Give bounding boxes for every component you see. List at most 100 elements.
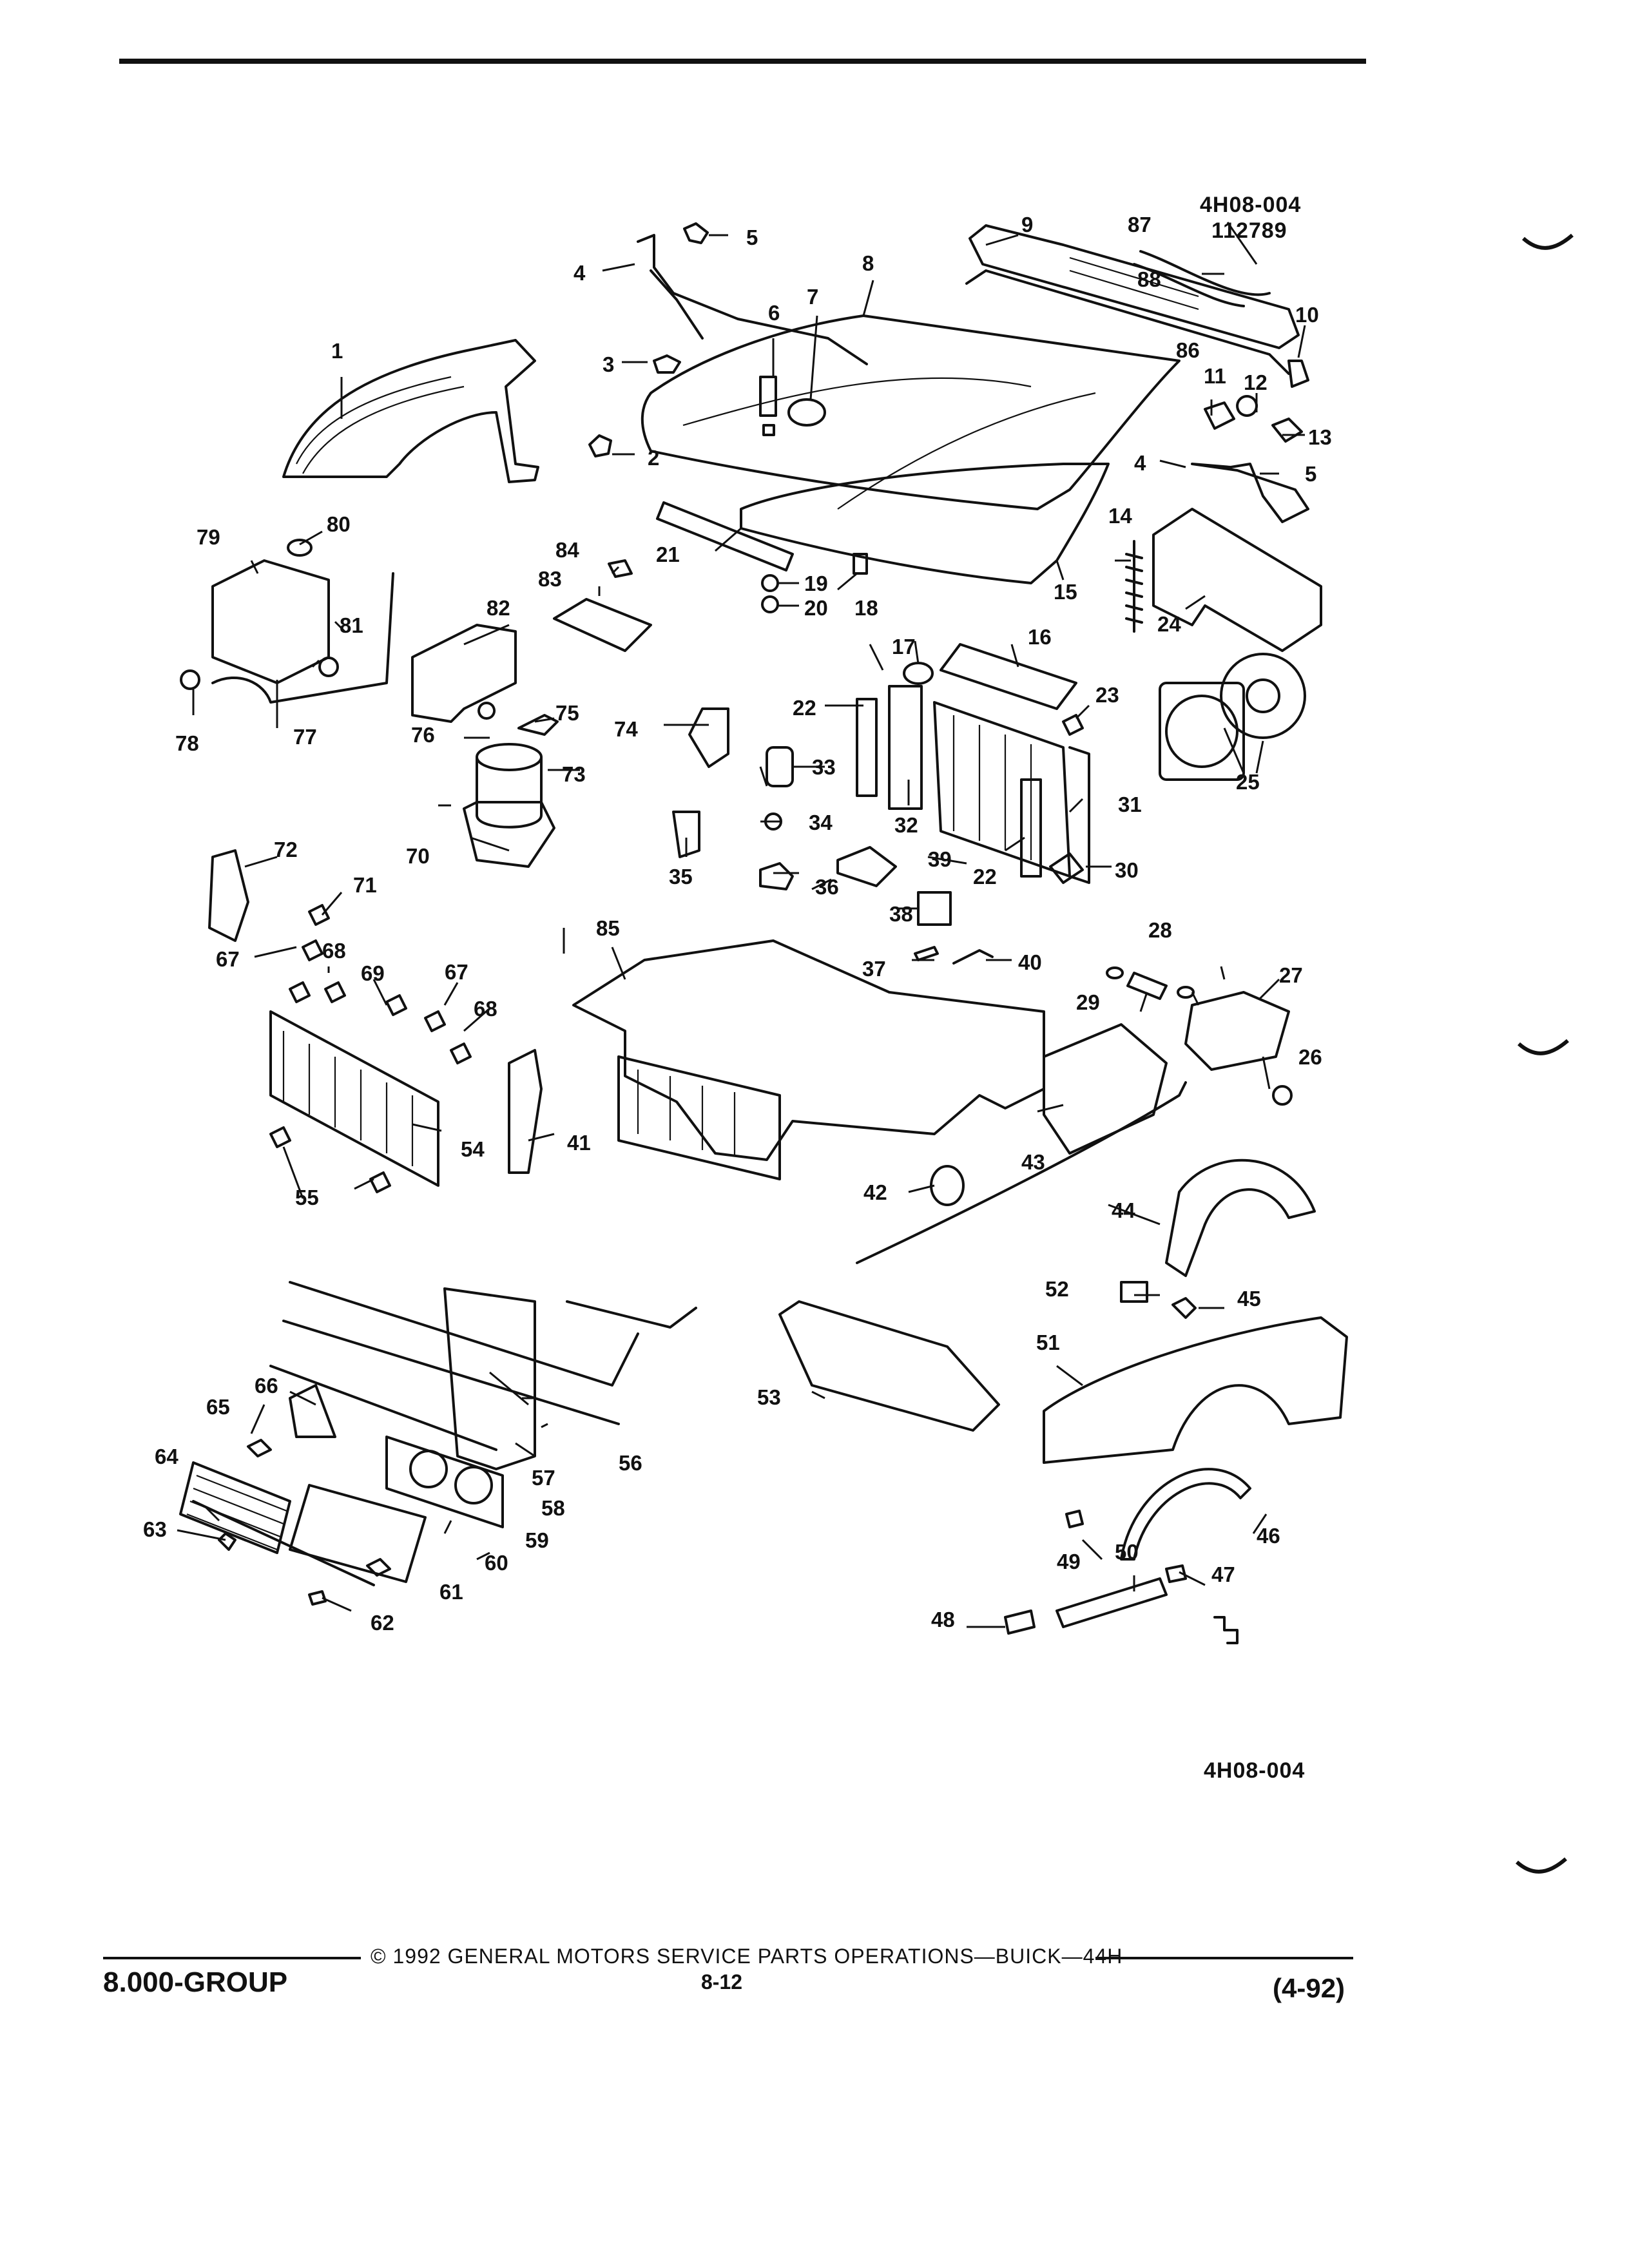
part-fender-fasteners: [1120, 1281, 1197, 1319]
callout-38: 38: [889, 902, 913, 926]
part-headlamp-housing: [385, 1436, 504, 1528]
callout-13: 13: [1308, 425, 1332, 449]
callout-44: 44: [1112, 1198, 1135, 1222]
callout-57: 57: [532, 1466, 555, 1490]
callout-29: 29: [1076, 990, 1100, 1014]
part-radiator: [933, 701, 1090, 884]
part-relay-and-clips: [914, 891, 994, 965]
callout-27: 27: [1279, 963, 1303, 987]
callout-33: 33: [812, 755, 836, 779]
callout-85: 85: [596, 916, 620, 940]
callout-84: 84: [555, 538, 579, 562]
part-bracket-23: [1062, 714, 1084, 736]
callout-62: 62: [371, 1611, 394, 1635]
part-ac-condenser: [269, 1010, 439, 1193]
part-hood-spring: [1125, 540, 1143, 633]
part-hood: [641, 314, 1181, 510]
callout-71: 71: [353, 873, 377, 897]
callout-79: 79: [197, 525, 220, 549]
footer-copyright: © 1992 GENERAL MOTORS SERVICE PARTS OPER…: [371, 1945, 1123, 1968]
callout-24: 24: [1157, 612, 1181, 636]
bottom-drawing-ref: 4H08-004: [1204, 1758, 1306, 1783]
callout-63: 63: [143, 1517, 167, 1541]
callout-50: 50: [1115, 1540, 1139, 1564]
part-clip-small: [653, 354, 681, 374]
callout-8: 8: [862, 251, 874, 275]
part-headlamp-bezel: [289, 1484, 427, 1583]
part-misc-fasteners: [759, 746, 897, 890]
binder-mark-1: [1522, 233, 1574, 250]
callout-32: 32: [894, 813, 918, 837]
callout-14: 14: [1108, 504, 1132, 528]
part-insulator: [787, 398, 826, 427]
callout-leaders: [177, 222, 1306, 1628]
footer-rule-left: [103, 1957, 361, 1959]
callout-22a: 22: [793, 696, 816, 720]
footer-date: (4-92): [1273, 1973, 1345, 2003]
footer-page-number: 8-12: [701, 1970, 743, 1994]
callout-4a: 4: [574, 261, 586, 285]
callout-1: 1: [331, 339, 343, 363]
part-fender-upper: [282, 339, 539, 483]
callout-87: 87: [1128, 213, 1152, 236]
part-front-end-panel: [269, 1281, 697, 1470]
callout-47: 47: [1211, 1562, 1235, 1586]
part-clip: [588, 434, 612, 457]
callout-43: 43: [1021, 1150, 1045, 1174]
callout-70: 70: [406, 844, 430, 868]
callout-77: 77: [293, 725, 317, 749]
callout-26: 26: [1298, 1045, 1322, 1069]
callout-21: 21: [656, 543, 680, 566]
callout-72: 72: [274, 838, 298, 861]
callout-17: 17: [892, 635, 916, 658]
top-rule: [119, 59, 1366, 64]
callout-5b: 5: [1305, 462, 1316, 486]
callout-76: 76: [411, 723, 435, 747]
callout-59: 59: [525, 1528, 549, 1552]
callout-48: 48: [931, 1608, 955, 1631]
callout-3: 3: [602, 352, 614, 376]
callout-81: 81: [340, 613, 363, 637]
callout-69: 69: [361, 961, 385, 985]
callout-31: 31: [1118, 793, 1142, 816]
callout-19: 19: [804, 572, 828, 595]
callout-23: 23: [1095, 683, 1119, 707]
callout-10: 10: [1295, 303, 1319, 327]
callout-67b: 67: [445, 960, 468, 984]
part-canister: [463, 702, 559, 868]
callout-68b: 68: [474, 997, 497, 1021]
callout-20: 20: [804, 596, 828, 620]
callout-labels: 1 2 3 4 5 6 7 8 9 10 11 12 13 14 15 16 1…: [143, 213, 1332, 1635]
callout-15: 15: [1054, 580, 1077, 604]
callout-83: 83: [538, 567, 562, 591]
part-horn: [930, 1165, 965, 1206]
part-hood-hinge-left: [637, 234, 868, 365]
callout-56: 56: [619, 1451, 642, 1475]
callout-80: 80: [327, 512, 351, 536]
callout-61: 61: [439, 1580, 463, 1604]
part-actuator-assembly: [856, 966, 1293, 1264]
part-symbol-clip: [1213, 1616, 1239, 1644]
part-washer-reservoir: [180, 539, 394, 704]
callout-66: 66: [255, 1374, 278, 1398]
part-cowl-vent-panel: [965, 224, 1300, 375]
callout-30: 30: [1115, 858, 1139, 882]
part-front-bumper: [778, 1300, 1000, 1432]
part-hood-latch-parts: [1204, 360, 1309, 443]
callout-65: 65: [206, 1395, 230, 1419]
callout-28: 28: [1148, 918, 1172, 942]
callout-86: 86: [1176, 338, 1200, 362]
callout-58: 58: [541, 1496, 565, 1520]
callout-68a: 68: [322, 939, 346, 963]
callout-11: 11: [1204, 364, 1226, 388]
part-wheelhouse-panel: [1165, 1158, 1316, 1277]
callout-46: 46: [1257, 1524, 1280, 1548]
callout-53: 53: [757, 1385, 781, 1409]
callout-75: 75: [555, 701, 579, 725]
part-fender-front: [1043, 1316, 1348, 1464]
callout-49: 49: [1057, 1550, 1081, 1573]
callout-52: 52: [1045, 1277, 1069, 1301]
part-radiator-deflector: [940, 643, 1077, 710]
callout-67a: 67: [216, 947, 240, 971]
callout-16: 16: [1028, 625, 1052, 649]
